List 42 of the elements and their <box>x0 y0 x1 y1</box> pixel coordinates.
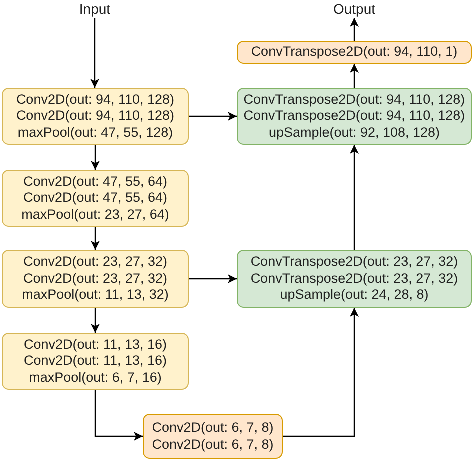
arrow <box>91 227 100 250</box>
layer-text: ConvTranspose2D(out: 23, 27, 32) <box>250 270 458 288</box>
layer-text: Conv2D(out: 6, 7, 8) <box>152 420 274 436</box>
layer-text: ConvTranspose2D(out: 94, 110, 128) <box>244 92 466 108</box>
layer-text: Conv2D(out: 94, 110, 128) <box>16 92 175 108</box>
decoder-layer-box <box>237 88 472 145</box>
terminal-label: Input <box>79 0 111 18</box>
layer-text: maxPool(out: 23, 27, 64) <box>22 206 170 224</box>
layer-text: ConvTranspose2D(out: 94, 110, 1) <box>251 44 458 61</box>
layer-text: maxPool(out: 6, 7, 16) <box>29 370 162 386</box>
layer-text: Conv2D(out: 94, 110, 128) <box>16 108 175 125</box>
arrow <box>350 64 359 88</box>
layer-text: maxPool(out: 11, 13, 32) <box>22 287 169 304</box>
encoder-layer-box <box>2 250 189 308</box>
layer-text: Conv2D(out: 6, 7, 8) <box>152 436 274 453</box>
layer-text: Conv2D(out: 47, 55, 64) <box>23 190 168 207</box>
arrow <box>90 18 100 88</box>
arrow <box>350 18 359 41</box>
arrow <box>350 145 359 250</box>
layer-text: ConvTranspose2D(out: 94, 110, 128) <box>244 108 466 125</box>
layer-box <box>143 414 283 459</box>
layer-text: maxPool(out: 47, 55, 128) <box>18 124 174 142</box>
layer-box <box>237 41 472 64</box>
layer-text: Conv2D(out: 47, 55, 64) <box>23 174 168 190</box>
layer-text: Conv2D(out: 11, 13, 16) <box>24 336 168 354</box>
layer-text: Conv2D(out: 23, 27, 32) <box>23 270 168 288</box>
encoder-layer-box <box>2 88 189 145</box>
arrow <box>189 274 237 284</box>
encoder-layer-box <box>2 170 189 227</box>
layer-text: ConvTranspose2D(out: 23, 27, 32) <box>250 254 458 271</box>
encoder-layer-box <box>2 333 189 390</box>
arrow <box>91 145 100 170</box>
arrow <box>189 112 237 121</box>
layer-text: Conv2D(out: 23, 27, 32) <box>23 254 168 271</box>
arrow <box>91 308 100 333</box>
layer-text: upSample(out: 92, 108, 128) <box>268 124 440 142</box>
arrow <box>94 390 143 441</box>
layer-text: Conv2D(out: 11, 13, 16) <box>24 353 168 370</box>
arrow <box>283 308 359 438</box>
layer-text: upSample(out: 24, 28, 8) <box>280 287 429 304</box>
decoder-layer-box <box>237 250 472 308</box>
terminal-label: Output <box>333 0 376 18</box>
